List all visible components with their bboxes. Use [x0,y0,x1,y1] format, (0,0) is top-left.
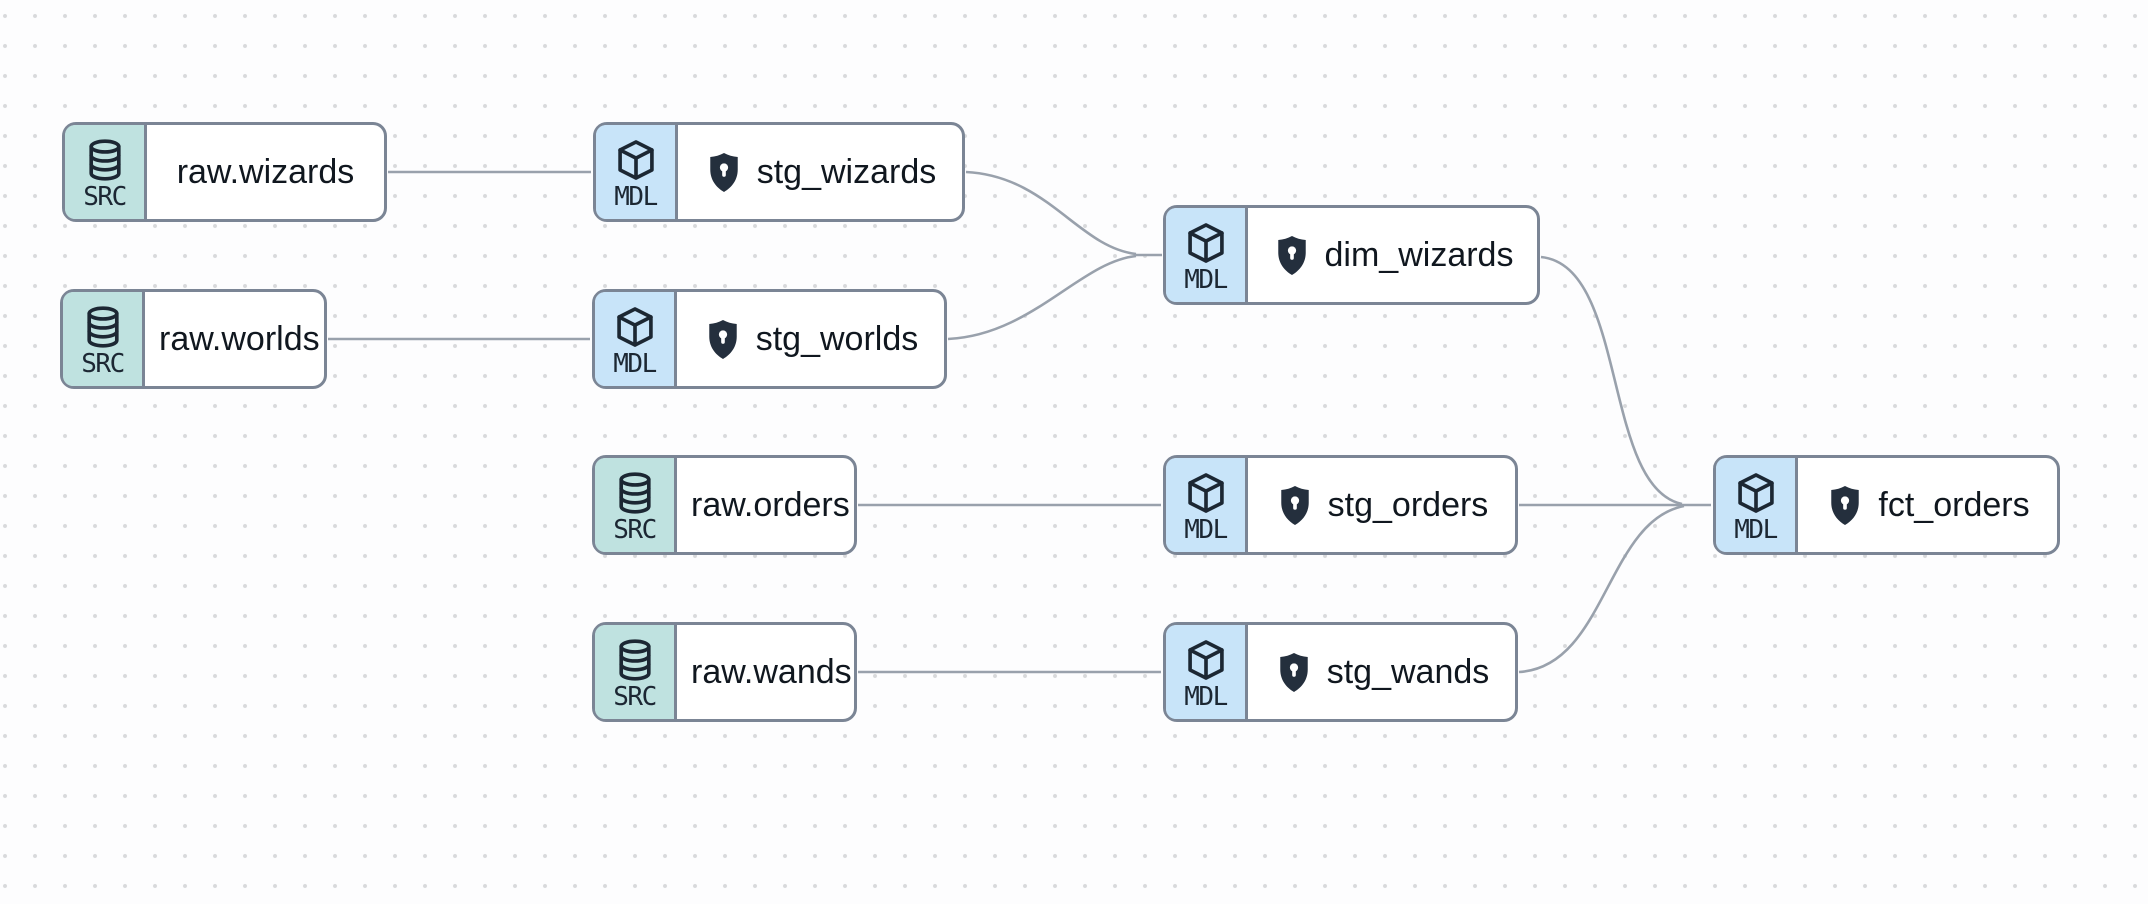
node-label: raw.wands [691,652,852,691]
node-label: stg_wands [1326,652,1490,691]
edge-stg-wands-fct-orders [1518,504,1685,674]
node-stg-orders[interactable]: MDL stg_orders [1163,455,1518,555]
database-icon [618,471,651,514]
cube-icon [1187,222,1224,263]
node-raw-orders[interactable]: SRC raw.orders [592,455,857,555]
edge-dim-wizards-fct-orders [1540,255,1683,506]
node-label: fct_orders [1878,485,2030,524]
model-badge: MDL [1166,458,1248,552]
shield-lock-icon [1279,652,1308,692]
node-type-label: SRC [83,181,127,212]
node-body: dim_wizards [1248,208,1537,302]
node-label: raw.orders [691,485,850,524]
shield-lock-icon [1280,485,1309,525]
node-type-label: SRC [613,681,657,712]
node-raw-wands[interactable]: SRC raw.wands [592,622,857,722]
node-body: stg_orders [1248,458,1515,552]
cube-icon [1737,472,1774,513]
cube-icon [1187,472,1224,513]
node-type-label: SRC [613,514,657,545]
node-body: stg_wizards [678,125,962,219]
node-type-label: MDL [1184,264,1228,295]
node-fct-orders[interactable]: MDL fct_orders [1713,455,2060,555]
shield-lock-icon [710,152,738,192]
node-raw-worlds[interactable]: SRC raw.worlds [60,289,327,389]
cube-icon [1187,639,1224,680]
shield-lock-icon [709,319,737,359]
node-body: stg_worlds [677,292,944,386]
cube-icon [617,139,654,180]
shield-lock-icon [1831,485,1860,525]
model-badge: MDL [595,292,677,386]
node-body: raw.wizards [147,125,384,219]
database-icon [86,305,119,348]
node-type-label: MDL [1184,514,1228,545]
model-badge: MDL [1166,208,1248,302]
edge-stg-wizards-dim-wizards [965,170,1137,256]
node-body: fct_orders [1798,458,2057,552]
node-body: stg_wands [1248,625,1515,719]
database-icon [88,138,121,181]
node-stg-wizards[interactable]: MDL stg_wizards [593,122,965,222]
node-label: stg_orders [1327,485,1489,524]
source-badge: SRC [65,125,147,219]
node-label: stg_wizards [756,152,937,191]
source-badge: SRC [595,625,677,719]
model-badge: MDL [596,125,678,219]
source-badge: SRC [63,292,145,386]
database-icon [618,638,651,681]
node-type-label: MDL [613,348,657,379]
node-type-label: MDL [1734,514,1778,545]
source-badge: SRC [595,458,677,552]
model-badge: MDL [1166,625,1248,719]
node-body: raw.worlds [145,292,334,386]
node-label: dim_wizards [1324,235,1514,274]
cube-icon [616,306,653,347]
node-raw-wizards[interactable]: SRC raw.wizards [62,122,387,222]
node-dim-wizards[interactable]: MDL dim_wizards [1163,205,1540,305]
node-body: raw.wands [677,625,866,719]
node-label: raw.worlds [159,319,320,358]
node-type-label: MDL [1184,681,1228,712]
edge-stg-worlds-dim-wizards [947,254,1137,341]
node-label: stg_worlds [755,319,919,358]
node-body: raw.orders [677,458,864,552]
node-type-label: SRC [81,348,125,379]
node-type-label: MDL [614,181,658,212]
node-label: raw.wizards [176,152,355,191]
model-badge: MDL [1716,458,1798,552]
node-stg-worlds[interactable]: MDL stg_worlds [592,289,947,389]
shield-lock-icon [1277,235,1306,275]
node-stg-wands[interactable]: MDL stg_wands [1163,622,1518,722]
